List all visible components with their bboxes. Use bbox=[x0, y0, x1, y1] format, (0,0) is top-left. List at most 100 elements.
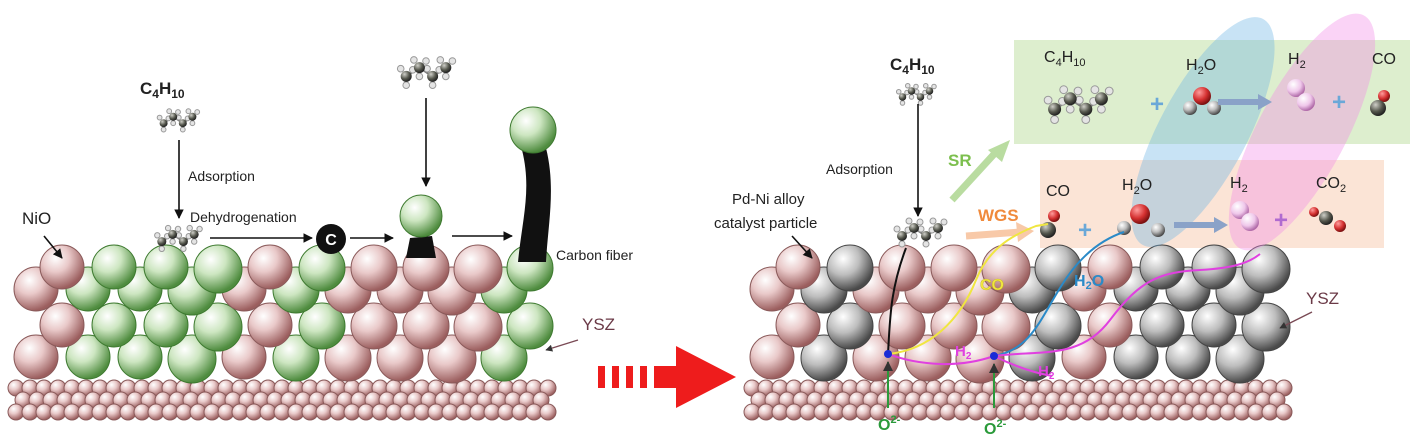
hydrogen-atom bbox=[179, 126, 186, 133]
hydrogen-atom bbox=[175, 114, 182, 121]
ysz-particle bbox=[1061, 334, 1107, 380]
plus-sign: + bbox=[1332, 89, 1346, 116]
carbon-atom bbox=[159, 119, 168, 128]
hydrogen-atom bbox=[194, 109, 201, 115]
h2o-path bbox=[993, 231, 1125, 357]
hydrogen-atom bbox=[1073, 86, 1083, 96]
triple-phase-boundary-point bbox=[884, 350, 892, 358]
hydrogen-atom bbox=[175, 232, 183, 239]
ysz-particle bbox=[13, 334, 59, 380]
hydrogen-atom bbox=[156, 114, 163, 121]
hydrogen-atom bbox=[899, 100, 906, 106]
hydrogen-molecule-icon bbox=[1231, 201, 1259, 231]
alloy-particle bbox=[1139, 302, 1185, 348]
ysz-substrate-particles bbox=[7, 379, 557, 421]
carbon-fiber-label: Carbon fiber bbox=[556, 247, 633, 263]
adsorbed-butane-molecule-icon bbox=[893, 217, 948, 248]
sr-product2-label: CO bbox=[1372, 51, 1396, 68]
left-panel-nio-anode: C C4H10 Adsorption Dehydrogenation NiO C… bbox=[7, 56, 633, 421]
adsorption-label: Adsorption bbox=[826, 161, 893, 177]
co-path bbox=[887, 223, 1049, 355]
triple-phase-boundary-point bbox=[990, 352, 998, 360]
h2-path-label: H2 bbox=[1038, 363, 1055, 382]
butane-molecule-icon bbox=[156, 108, 201, 133]
hydrogen-atom bbox=[442, 72, 450, 81]
hydrogen-molecule-icon bbox=[1287, 79, 1315, 111]
nio-pointer-arrow bbox=[43, 235, 63, 259]
hydrogen-atom bbox=[914, 89, 920, 95]
carbon-atom bbox=[925, 87, 934, 95]
hydrogen-atom bbox=[893, 225, 901, 233]
ysz-particle bbox=[453, 244, 503, 294]
carbon-fiber-small bbox=[399, 194, 443, 258]
nio-particle bbox=[65, 334, 111, 380]
hydrogen-atom bbox=[436, 56, 445, 64]
hydrogen-atom bbox=[170, 120, 177, 127]
h2-path bbox=[993, 355, 1053, 377]
ysz-particle bbox=[749, 334, 795, 380]
nio-label: NiO bbox=[22, 209, 51, 228]
wgs-product1-label: H2 bbox=[1230, 175, 1248, 195]
hydrogen-atom bbox=[898, 240, 906, 248]
ysz-particle bbox=[247, 302, 293, 348]
hydrogen-atom bbox=[164, 224, 172, 232]
ysz-particle bbox=[39, 302, 85, 348]
ysz-particle bbox=[402, 302, 450, 350]
carbon-atom bbox=[1063, 92, 1077, 106]
ysz-particle bbox=[39, 244, 85, 290]
hydrogen-atom bbox=[940, 218, 948, 226]
nio-particle bbox=[272, 334, 320, 382]
nio-particle bbox=[143, 302, 189, 348]
carbon-atom bbox=[916, 93, 925, 101]
co-molecule-icon bbox=[1040, 210, 1060, 238]
hydrogen-atom bbox=[917, 100, 924, 106]
catalyst-pointer-arrow bbox=[791, 235, 813, 259]
hydrogen-atom bbox=[934, 232, 942, 240]
sr-product1-label: H2 bbox=[1288, 51, 1306, 71]
catalyst-label-line2: catalyst particle bbox=[714, 215, 817, 232]
alloy-particle bbox=[826, 244, 874, 292]
water-molecule-icon bbox=[1117, 204, 1165, 237]
alloy-particle bbox=[1139, 244, 1185, 290]
ysz-particle bbox=[324, 334, 372, 382]
hydrogen-atom bbox=[923, 83, 929, 89]
h2o-highlight bbox=[1131, 17, 1275, 247]
catalyst-label-line1: Pd-Ni alloy bbox=[732, 191, 805, 208]
hydrogen-atom bbox=[905, 83, 911, 89]
sr-reactant1-label: C4H10 bbox=[1044, 49, 1086, 69]
ysz-particle bbox=[453, 302, 503, 352]
hydrogen-atom bbox=[169, 238, 176, 245]
hydrogen-atom bbox=[916, 218, 924, 226]
nio-particle bbox=[143, 244, 189, 290]
carbon-atom bbox=[440, 62, 452, 74]
h2-path-label: H2 bbox=[955, 343, 972, 362]
carbon-atom bbox=[427, 70, 439, 82]
hydrogen-atom bbox=[185, 108, 192, 115]
ysz-label: YSZ bbox=[1306, 289, 1339, 308]
ysz-pointer-arrow bbox=[545, 339, 579, 352]
co-path-label: CO bbox=[980, 277, 1004, 294]
nio-ysz-anode-layer bbox=[13, 244, 554, 384]
butane-molecule-icon bbox=[396, 56, 457, 89]
dehydrogenation-label: Dehydrogenation bbox=[190, 209, 297, 225]
carbon-atom bbox=[189, 229, 199, 239]
hydrogen-atom bbox=[1090, 85, 1100, 95]
alloy-particle bbox=[1241, 302, 1291, 352]
ysz-substrate-particles bbox=[743, 379, 1293, 421]
carbon-atom bbox=[907, 87, 916, 95]
carbon-atom bbox=[1094, 92, 1108, 106]
ysz-particle bbox=[775, 302, 821, 348]
hydrogen-atom bbox=[154, 232, 161, 239]
hydrogen-atom bbox=[896, 89, 902, 95]
hydrogen-atom bbox=[160, 126, 167, 133]
ysz-particle bbox=[539, 403, 557, 421]
wgs-reaction-box bbox=[1040, 160, 1384, 248]
hydrogen-atom bbox=[422, 57, 430, 65]
ysz-particle bbox=[1087, 302, 1133, 348]
carbon-atom bbox=[1048, 102, 1062, 116]
carbon-atom bbox=[188, 112, 197, 121]
alloy-particle bbox=[1113, 334, 1159, 380]
hydrogen-atom bbox=[1081, 115, 1091, 124]
fuel-label: C4H10 bbox=[140, 79, 185, 101]
transition-arrow-icon bbox=[598, 346, 736, 408]
